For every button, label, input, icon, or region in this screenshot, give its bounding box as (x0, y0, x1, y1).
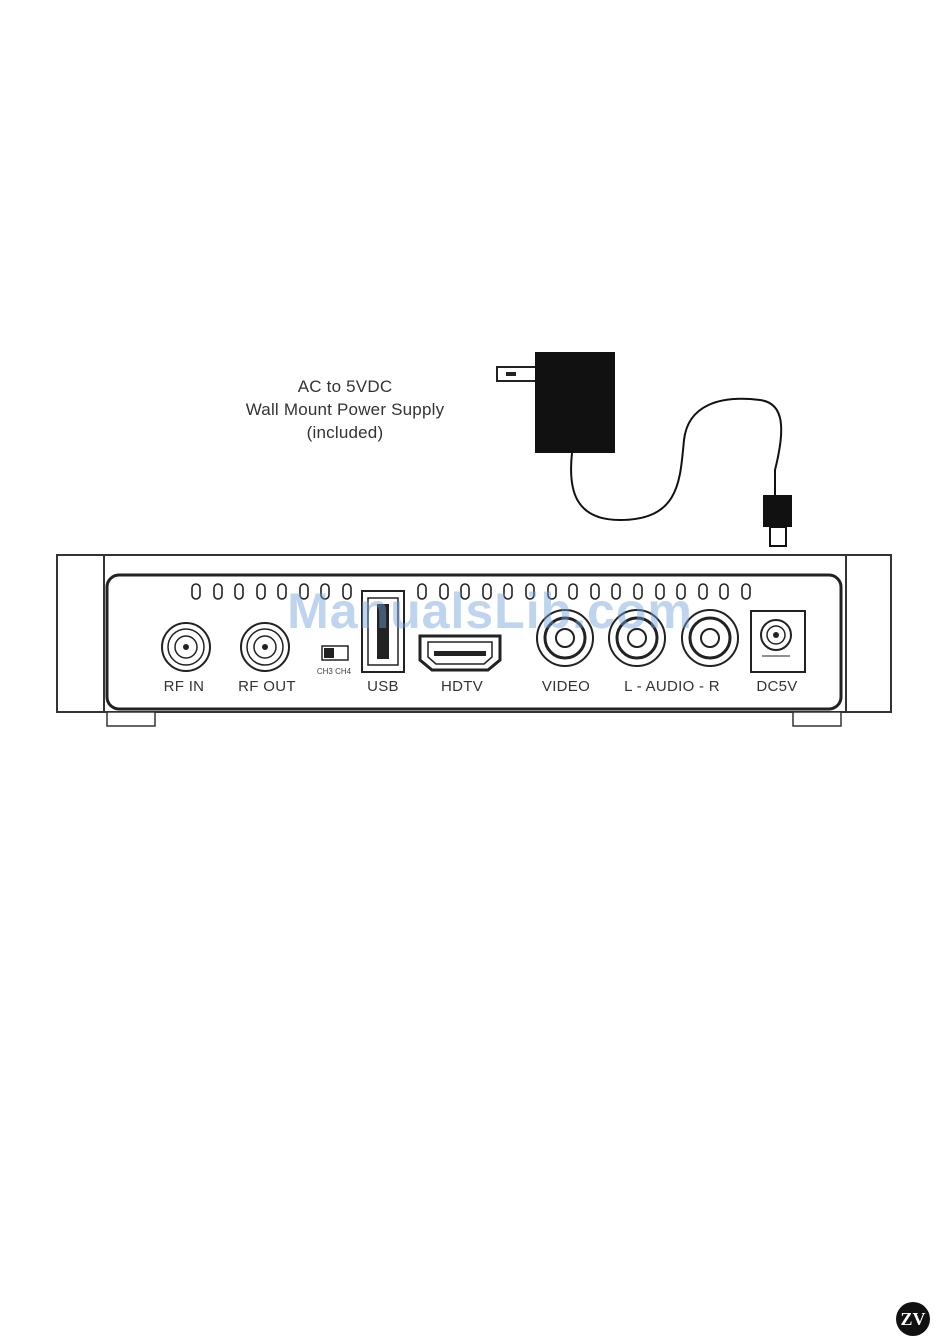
adapter-body (535, 352, 615, 453)
brand-logo: ZV (896, 1302, 930, 1336)
hdtv-label: HDTV (402, 678, 522, 695)
dc5v-label: DC5V (717, 678, 837, 695)
power-supply-caption-line-2: Wall Mount Power Supply (200, 399, 490, 421)
channel-switch-label: CH3 CH4 (306, 667, 362, 676)
vent-slot (192, 584, 200, 599)
watermark: ManualsLib.com (200, 582, 780, 640)
left-foot (107, 712, 155, 726)
dc-plug-body (763, 495, 792, 527)
power-supply-caption-line-1: AC to 5VDC (200, 376, 490, 398)
audio-label: L - AUDIO - R (612, 678, 732, 695)
channel-switch (322, 646, 348, 660)
hdmi-connector (420, 636, 500, 670)
power-adapter (497, 352, 792, 546)
dc-plug-tip (770, 527, 786, 546)
adapter-plug-prongs (497, 367, 537, 381)
right-foot (793, 712, 841, 726)
rf-out-label: RF OUT (207, 678, 327, 695)
video-label: VIDEO (506, 678, 626, 695)
power-supply-caption-line-3: (included) (200, 422, 490, 444)
